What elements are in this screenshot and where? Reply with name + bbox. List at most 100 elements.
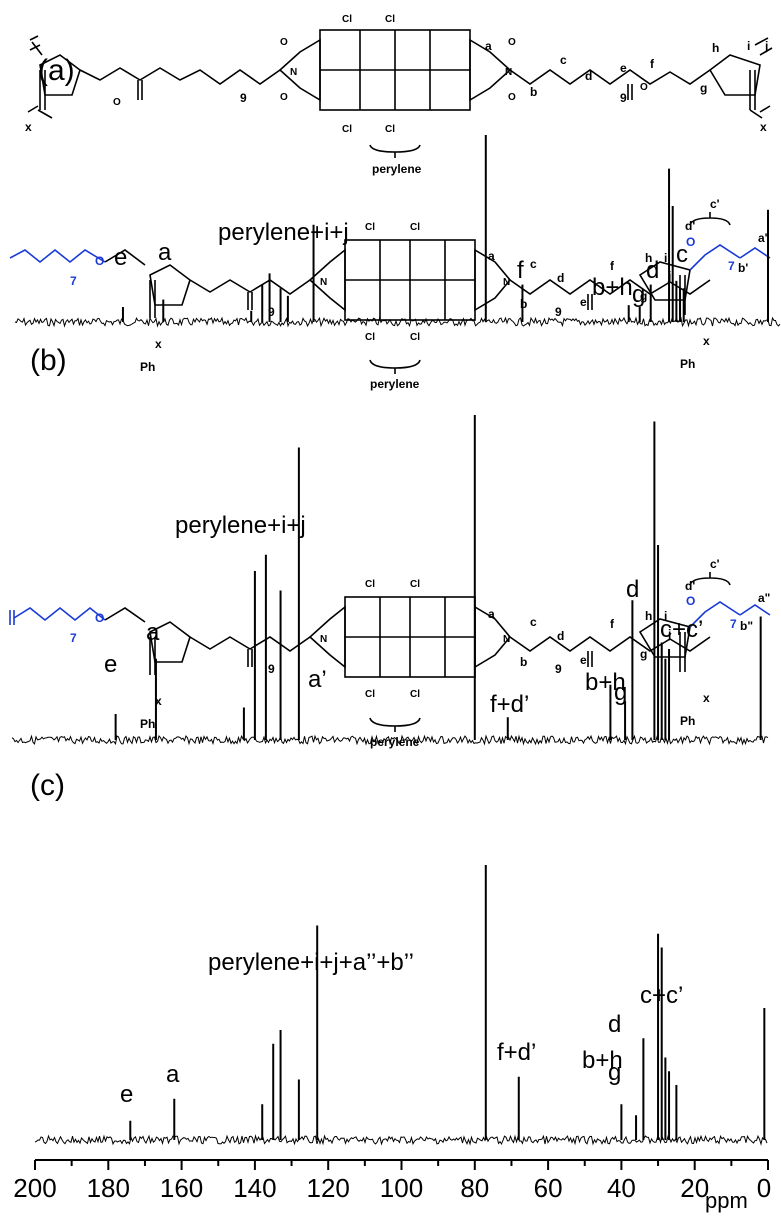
peak-label: g: [632, 281, 645, 308]
peak-label: a: [158, 239, 172, 266]
o-atom: O: [508, 92, 516, 103]
n-atom: N: [320, 277, 327, 288]
atom-letter-c: c: [530, 615, 537, 629]
atom-letter-a-double-prime: a": [758, 591, 770, 605]
cl-atom: Cl: [385, 124, 395, 135]
atom-letter-e: e: [580, 295, 587, 309]
sub-9-right-a: 9: [620, 91, 627, 105]
cl-atom: Cl: [410, 579, 420, 590]
peak-label: f+d’: [497, 1039, 536, 1066]
sub-9-right-b: 9: [555, 305, 562, 319]
atom-letter-c: c: [530, 257, 537, 271]
atom-letter-b: b: [520, 297, 527, 311]
axis-tick-label: 180: [87, 1173, 130, 1203]
axis-tick-label: 60: [534, 1173, 563, 1203]
sub-7-left-b: 7: [70, 274, 77, 288]
ph-right-c: Ph: [680, 714, 695, 728]
atom-letter-g: g: [700, 81, 707, 95]
axis-tick-label: 40: [607, 1173, 636, 1203]
atom-letter-h: h: [645, 609, 652, 623]
n-atom: N: [503, 277, 510, 288]
sub-x-right-c: x: [703, 691, 710, 705]
cl-atom: Cl: [342, 14, 352, 25]
perylene-label: perylene: [372, 162, 422, 176]
sub-9-left-b: 9: [268, 305, 275, 319]
atom-letter-c-prime: c': [710, 197, 720, 211]
atom-letter-f: f: [610, 617, 615, 631]
atom-letter-d-prime: d': [685, 579, 695, 593]
atom-letter-i: i: [664, 251, 667, 265]
peak-label: d: [646, 257, 659, 284]
peak-label: e: [104, 651, 117, 678]
atom-letter-a: a: [488, 249, 495, 263]
peak-label: perylene+i+j: [175, 512, 306, 539]
sub-9-right-c: 9: [555, 662, 562, 676]
peak-label: e: [120, 1081, 133, 1108]
atom-letter-a: a: [485, 39, 492, 53]
atom-letter-e: e: [620, 61, 627, 75]
peak-label: perylene+i+j: [218, 219, 349, 246]
o-atom: O: [280, 37, 288, 48]
peak-label: a’: [308, 666, 327, 693]
o-atom: O: [508, 37, 516, 48]
n-atom: N: [503, 634, 510, 645]
peak-label: b+h: [585, 669, 626, 696]
atom-letter-g: g: [640, 289, 647, 303]
atom-letter-d: d: [585, 69, 592, 83]
panel-label-c: (c): [30, 769, 65, 802]
o-atom-blue: O: [686, 594, 695, 608]
atom-letter-b: b: [530, 85, 537, 99]
sub-9-left-c: 9: [268, 662, 275, 676]
n-atom: N: [505, 67, 512, 78]
o-atom-blue: O: [95, 254, 104, 268]
axis-tick-label: 20: [680, 1173, 709, 1203]
sub-x-left-c: x: [155, 694, 162, 708]
ph-right-b: Ph: [680, 357, 695, 371]
o-atom-blue: O: [686, 235, 695, 249]
axis-tick-label: 120: [307, 1173, 350, 1203]
sub-j-c: j: [667, 627, 671, 641]
cl-atom: Cl: [365, 222, 375, 233]
atom-letter-e: e: [580, 653, 587, 667]
sub-x-left-b: x: [155, 337, 162, 351]
peak-label: g: [608, 1059, 621, 1086]
atom-letter-f: f: [610, 259, 615, 273]
peak-label: a: [146, 619, 160, 646]
atom-letter-h: h: [645, 251, 652, 265]
atom-letter-g: g: [640, 647, 647, 661]
atom-letter-i: i: [747, 39, 750, 53]
peak-label: b+h: [582, 1047, 623, 1074]
sub-j-a: j: [764, 39, 768, 53]
spectra-group: [11, 135, 781, 1146]
atom-letter-b: b: [520, 655, 527, 669]
cl-atom: Cl: [410, 222, 420, 233]
sub-7-right-c: 7: [730, 617, 737, 631]
sub-7-left-c: 7: [70, 631, 77, 645]
axis-tick-label: 200: [13, 1173, 56, 1203]
peak-label: e: [114, 244, 127, 271]
cl-atom: Cl: [365, 689, 375, 700]
atom-letter-d: d: [557, 629, 564, 643]
axis-unit-label: ppm: [705, 1188, 748, 1213]
n-atom: N: [290, 67, 297, 78]
panel-label-a: (a): [38, 54, 75, 87]
sub-9-left-a: 9: [240, 91, 247, 105]
peak-label: a: [166, 1061, 180, 1088]
atom-letter-c-prime: c': [710, 557, 720, 571]
axis-tick-label: 160: [160, 1173, 203, 1203]
o-atom: O: [640, 82, 648, 93]
o-atom: O: [113, 97, 121, 108]
peak-label: f+d’: [490, 691, 529, 718]
peak-label: perylene+i+j+a’’+b’’: [208, 949, 414, 976]
structure-c-labels: 7 7 O O x x j Ph Ph 9 9 Cl Cl Cl Cl N N …: [70, 557, 770, 749]
atom-letter-a-prime: a': [758, 231, 768, 245]
sub-7-right-b: 7: [728, 259, 735, 273]
axis-tick-label: 0: [757, 1173, 771, 1203]
atom-letter-d: d: [557, 271, 564, 285]
structure-b: [9, 212, 771, 374]
panel-label-b: (b): [30, 344, 67, 377]
o-atom-blue: O: [95, 611, 104, 625]
cl-atom: Cl: [365, 579, 375, 590]
ph-left-b: Ph: [140, 360, 155, 374]
axis-tick-label: 80: [460, 1173, 489, 1203]
